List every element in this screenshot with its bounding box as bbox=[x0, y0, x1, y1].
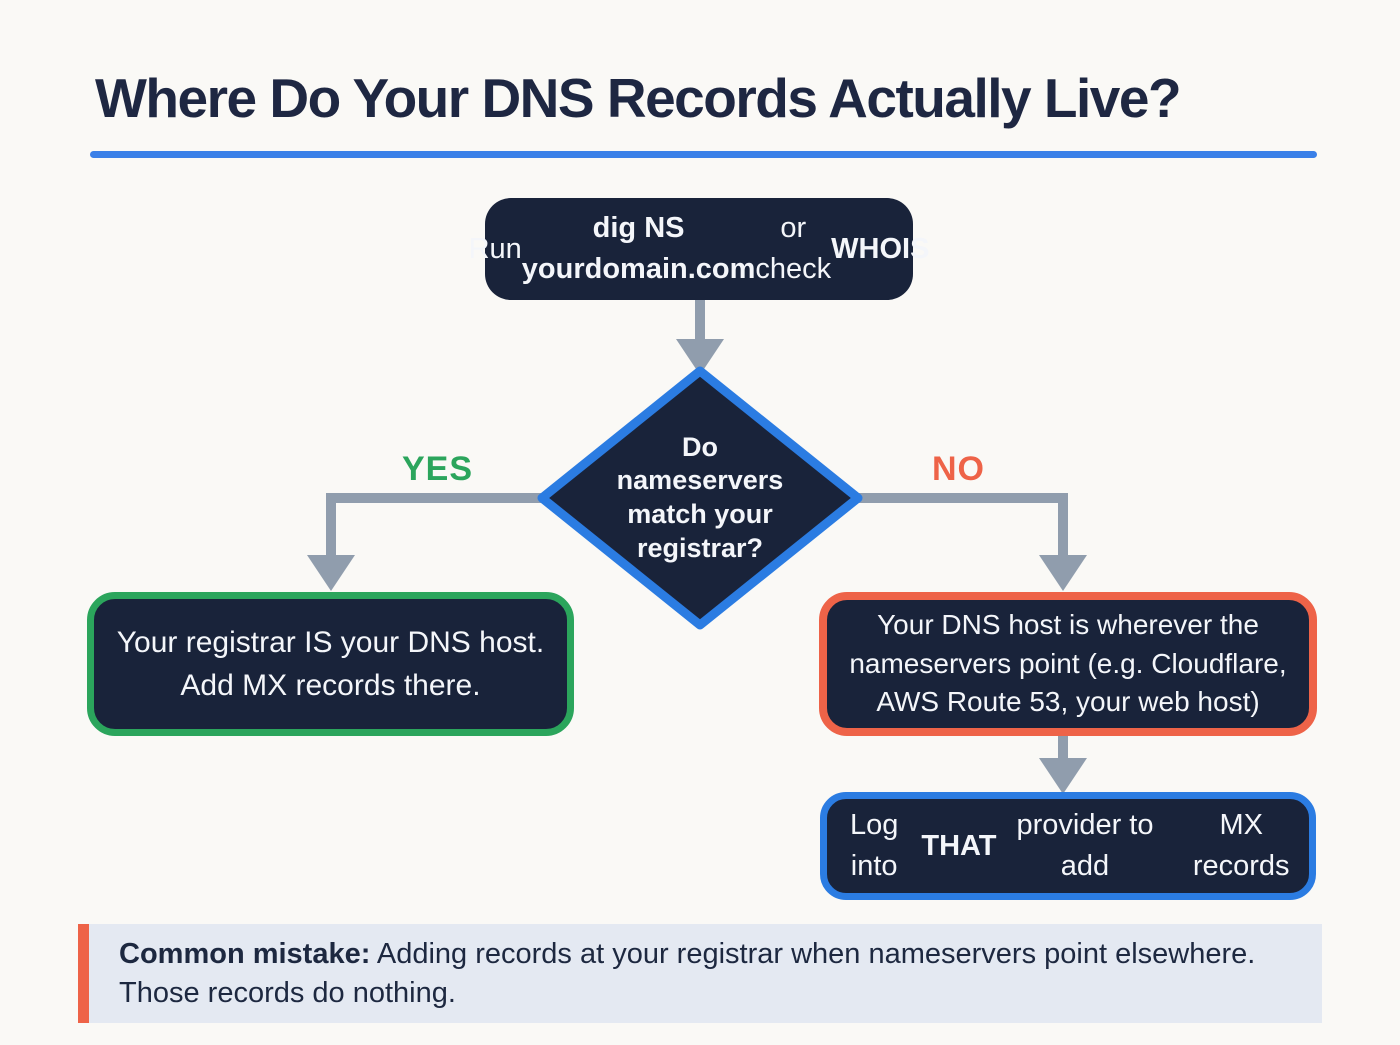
no-branch-horizontal-line bbox=[855, 493, 1068, 503]
arrow-nobox-to-action-head bbox=[1039, 758, 1087, 794]
yes-outcome-box: Your registrar IS your DNS host.Add MX r… bbox=[87, 592, 574, 736]
page-title: Where Do Your DNS Records Actually Live? bbox=[95, 67, 1182, 129]
yes-branch-arrow-head bbox=[307, 555, 355, 591]
yes-branch-vertical-line bbox=[326, 493, 336, 557]
yes-branch-horizontal-line bbox=[330, 493, 545, 503]
title-underline bbox=[90, 151, 1317, 158]
arrow-nobox-to-action-stem bbox=[1058, 735, 1068, 761]
yes-label: YES bbox=[402, 450, 474, 488]
decision-diamond-shape bbox=[537, 366, 863, 630]
callout-text: Common mistake: Adding records at your r… bbox=[119, 937, 1256, 1009]
decision-diamond-svg bbox=[537, 366, 863, 630]
no-label: NO bbox=[932, 450, 985, 488]
no-branch-arrow-head bbox=[1039, 555, 1087, 591]
common-mistake-callout: Common mistake: Adding records at your r… bbox=[78, 924, 1322, 1023]
no-branch-vertical-line bbox=[1058, 493, 1068, 557]
arrow-start-to-decision-stem bbox=[695, 299, 705, 341]
